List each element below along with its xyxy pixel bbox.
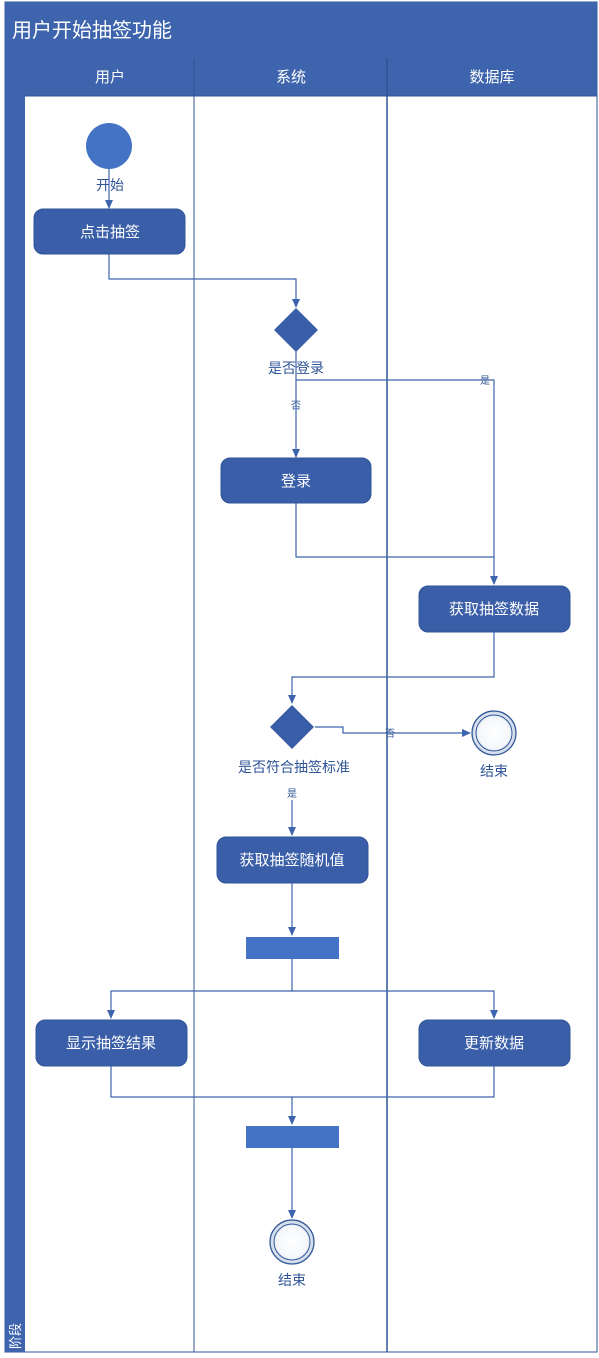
lane-header-system: 系统 bbox=[276, 68, 306, 86]
end-rejected-label: 结束 bbox=[480, 764, 508, 780]
end-node-final-inner bbox=[273, 1223, 311, 1261]
lane-header-band bbox=[25, 58, 597, 96]
edge-login-to-fetch bbox=[295, 503, 494, 558]
phase-column bbox=[5, 58, 25, 1352]
end-node-rejected bbox=[471, 710, 517, 756]
action-fetch-draw-data bbox=[418, 585, 571, 633]
decision-meets-criteria-label: 是否符合抽签标准 bbox=[238, 759, 350, 776]
connectors bbox=[105, 168, 498, 1219]
edge-click-to-decision bbox=[108, 254, 300, 308]
decision-is-logged-in bbox=[274, 308, 318, 352]
edge-label-criteria-yes: 是 bbox=[287, 788, 297, 800]
join-bar bbox=[246, 1126, 339, 1148]
action-click-draw-label: 点击抽签 bbox=[80, 223, 140, 241]
action-fetch-draw-data-label: 获取抽签数据 bbox=[449, 600, 539, 618]
edge-label-login-no: 否 bbox=[291, 400, 301, 412]
edge-show-to-join bbox=[110, 1066, 495, 1098]
end-node-final bbox=[269, 1219, 315, 1265]
action-show-result bbox=[35, 1019, 188, 1067]
action-login-label: 登录 bbox=[281, 472, 311, 490]
start-label: 开始 bbox=[96, 178, 124, 194]
diagram-title: 用户开始抽签功能 bbox=[12, 18, 172, 42]
fork-bar bbox=[246, 937, 339, 959]
edge-fork-to-update bbox=[292, 990, 498, 1019]
action-update-data-label: 更新数据 bbox=[464, 1034, 524, 1052]
end-final-label: 结束 bbox=[278, 1273, 306, 1289]
edge-label-login-yes: 是 bbox=[480, 375, 490, 387]
action-update-data bbox=[418, 1019, 571, 1067]
edge-label-criteria-no: 否 bbox=[385, 728, 395, 740]
edge-criteria-no-to-end bbox=[315, 726, 471, 737]
lane-header-database: 数据库 bbox=[469, 68, 514, 86]
decision-meets-criteria bbox=[270, 705, 314, 749]
edge-decision-yes-to-fetch bbox=[296, 379, 498, 585]
action-show-result-label: 显示抽签结果 bbox=[66, 1034, 156, 1052]
action-get-random-value-label: 获取抽签随机值 bbox=[239, 851, 344, 869]
start-node bbox=[86, 123, 132, 169]
lane-header-user: 用户 bbox=[95, 68, 125, 86]
edge-fork-to-show bbox=[107, 959, 293, 1019]
phase-label: 阶段 bbox=[9, 1323, 24, 1349]
end-node-rejected-inner bbox=[475, 714, 513, 752]
action-login bbox=[220, 457, 372, 504]
edge-fetch-to-criteria bbox=[288, 632, 495, 704]
action-get-random-value bbox=[216, 836, 369, 884]
action-click-draw bbox=[33, 208, 186, 255]
title-bar bbox=[5, 2, 597, 58]
decision-is-logged-in-label: 是否登录 bbox=[268, 361, 324, 377]
